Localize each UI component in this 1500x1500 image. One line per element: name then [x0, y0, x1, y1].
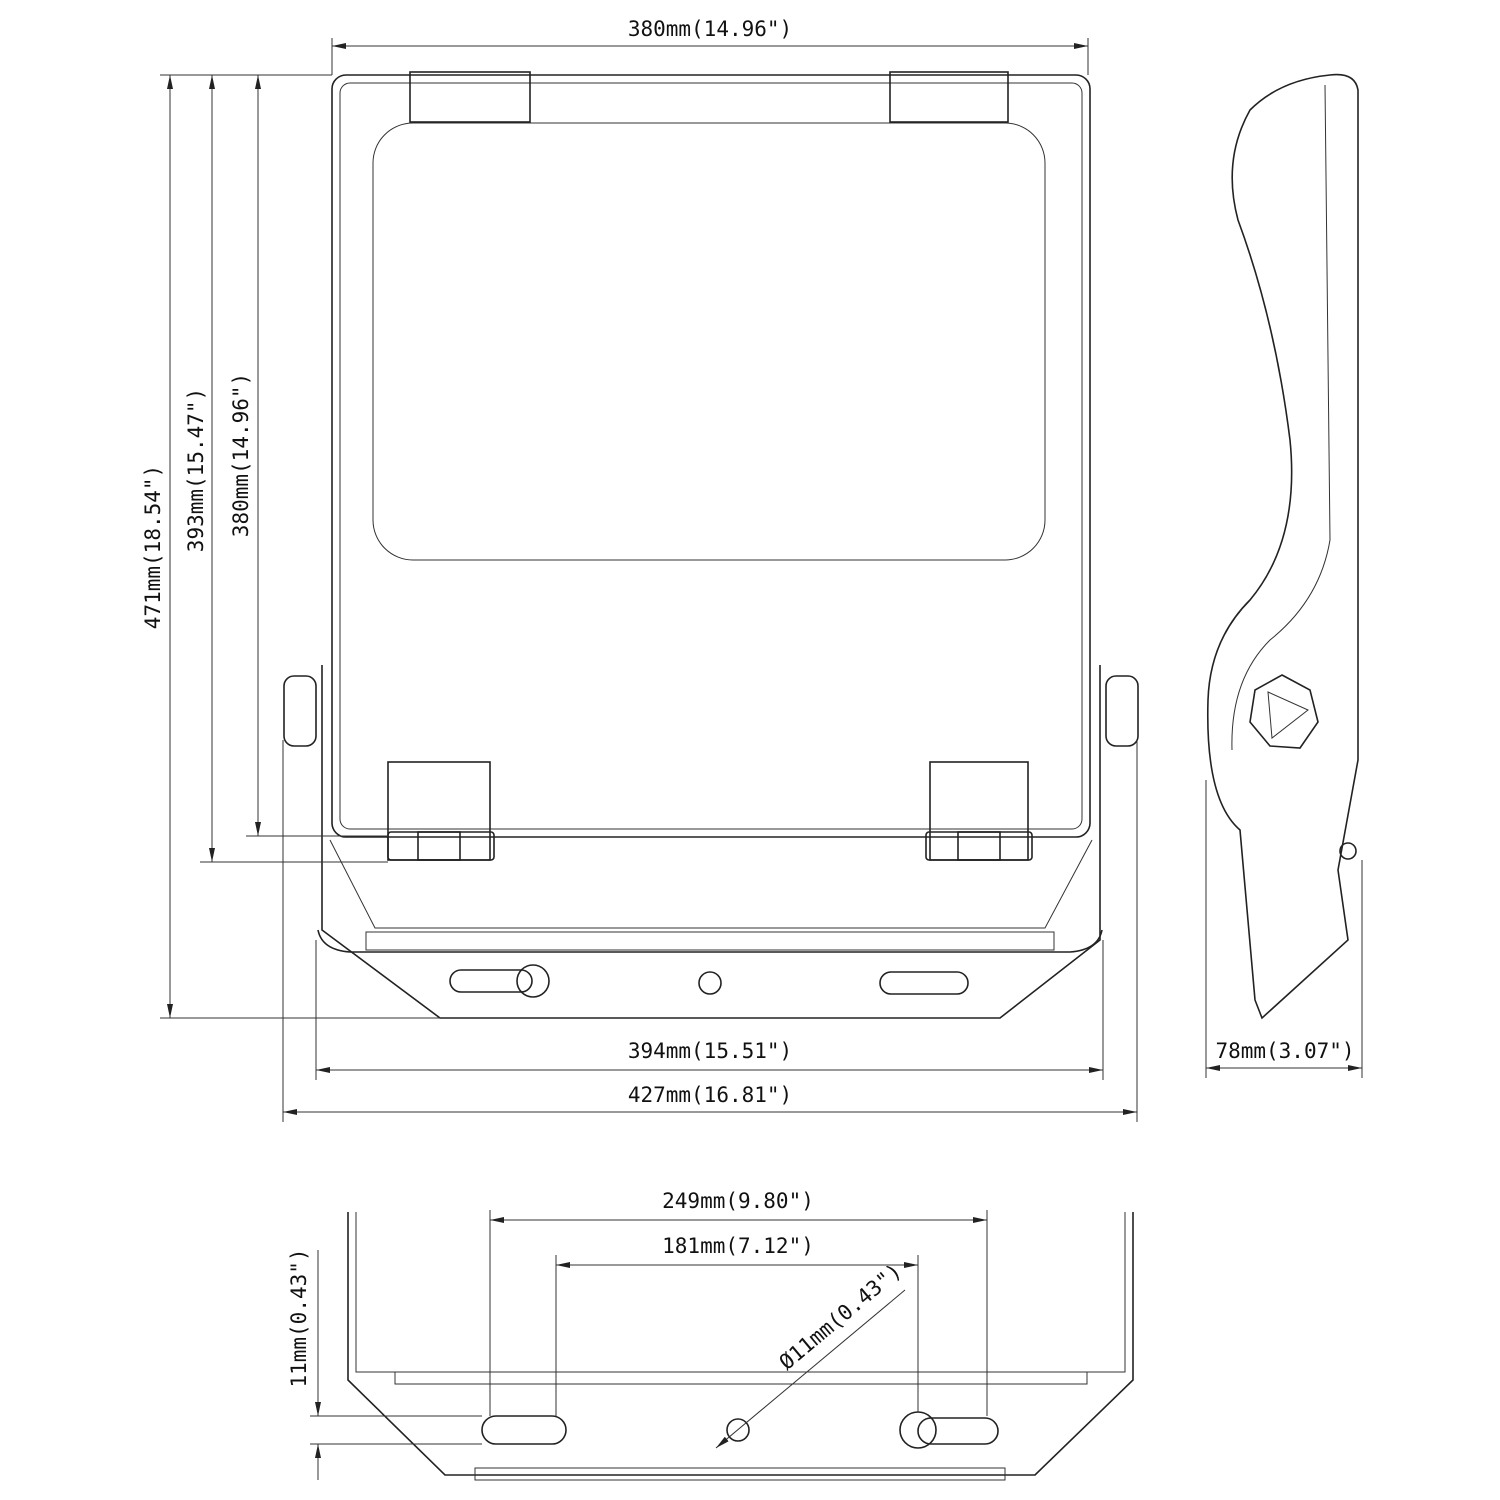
- label-slot-height: 11mm(0.43"): [287, 1248, 311, 1387]
- center-hole: [726, 1418, 750, 1442]
- adjustment-knob: [1249, 674, 1319, 749]
- mounting-slot-left: [449, 969, 533, 993]
- bottom-view: [347, 1212, 1134, 1481]
- bracket-bottom-plate: [394, 1371, 1088, 1385]
- label-total-height: 471mm(18.54"): [141, 465, 165, 629]
- mounting-slot-right: [879, 971, 969, 995]
- dimension-lines: [160, 38, 1363, 1480]
- front-view: [283, 71, 1139, 1019]
- bracket-fold: [329, 839, 1093, 929]
- label-bracket-width: 394mm(15.51"): [628, 1039, 792, 1063]
- label-hole-spacing-outer: 249mm(9.80"): [662, 1189, 814, 1213]
- bracket-lip: [317, 929, 1103, 953]
- top-tab-left: [409, 71, 531, 123]
- side-profile: [1206, 73, 1359, 1020]
- screw-icon: [1339, 842, 1357, 860]
- knob-arrow: [1267, 691, 1309, 739]
- label-lens-height: 380mm(14.96"): [229, 373, 253, 537]
- bracket-outline: [321, 836, 1101, 1019]
- hinge-right: [929, 761, 1029, 861]
- hinge-left: [387, 761, 491, 861]
- knob-right: [1105, 675, 1139, 747]
- bracket-bottom-outline: [347, 1212, 1134, 1476]
- label-depth: 78mm(3.07"): [1215, 1039, 1354, 1063]
- mounting-hole-center: [698, 971, 722, 995]
- bracket-bottom-edge: [474, 1467, 1006, 1481]
- slot-right: [917, 1417, 999, 1445]
- label-hole-diameter: Ø11mm(0.43"): [775, 1259, 907, 1375]
- keyhole-left: [516, 964, 550, 998]
- bracket-plate: [365, 931, 1055, 951]
- slot-left: [481, 1415, 567, 1445]
- side-view: [1206, 73, 1359, 1020]
- hinge-left-knuckle: [417, 831, 461, 861]
- label-top-width: 380mm(14.96"): [628, 17, 792, 41]
- label-body-height: 393mm(15.47"): [184, 388, 208, 552]
- top-tab-right: [889, 71, 1009, 123]
- housing-inner: [339, 82, 1083, 830]
- knob-left: [283, 675, 317, 747]
- lens-panel: [372, 122, 1046, 561]
- side-inner-contour: [1231, 84, 1331, 751]
- label-overall-width: 427mm(16.81"): [628, 1083, 792, 1107]
- housing-outline: [331, 74, 1091, 838]
- hinge-right-knuckle: [957, 831, 1001, 861]
- label-hole-spacing-inner: 181mm(7.12"): [662, 1234, 814, 1258]
